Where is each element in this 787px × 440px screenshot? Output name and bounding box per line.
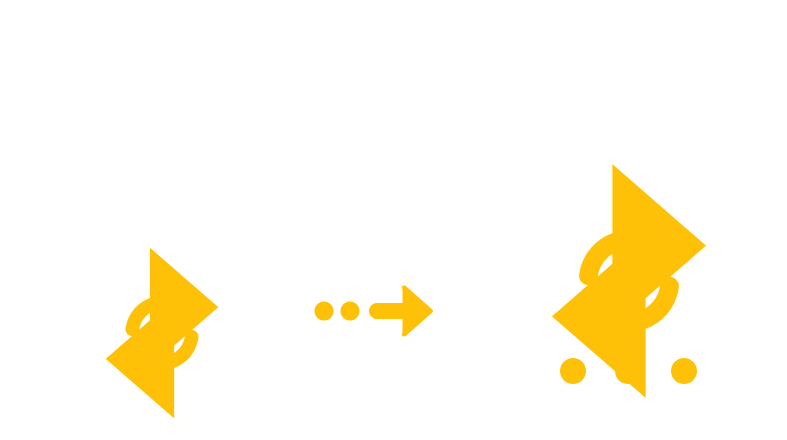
dotted-arrow-icon — [314, 285, 433, 337]
ellipsis-dots-icon — [560, 358, 697, 384]
arrow-dot — [314, 301, 334, 321]
arrow-dot — [340, 301, 360, 321]
ellipsis-dot — [560, 358, 586, 384]
small-refresh-icon — [132, 289, 191, 376]
arrow-head — [401, 285, 433, 337]
ellipsis-dot — [615, 358, 641, 384]
large-refresh-icon — [588, 221, 669, 341]
ellipsis-dot — [671, 358, 697, 384]
